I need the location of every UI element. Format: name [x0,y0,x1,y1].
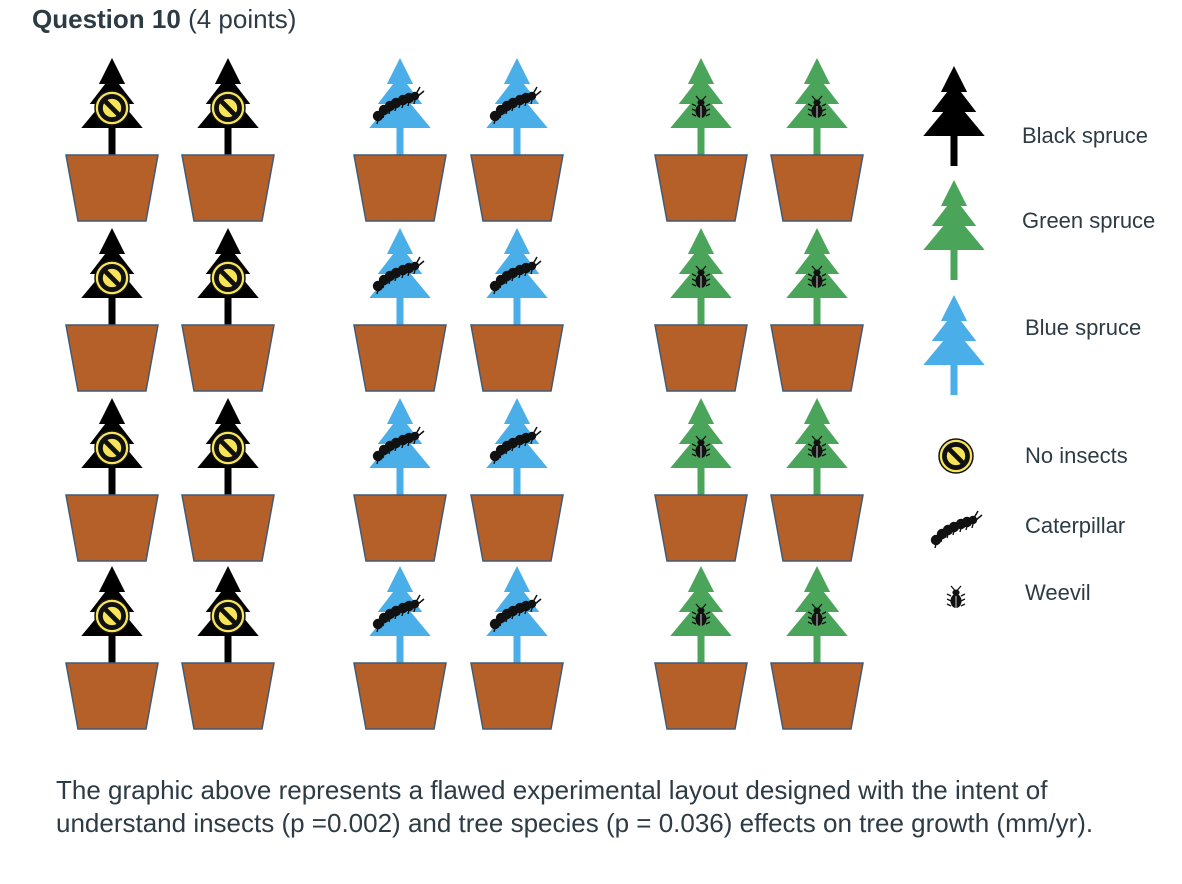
plant [65,58,159,222]
plant [654,398,748,562]
caterpillar-icon [930,510,983,549]
plant [654,566,748,730]
plant-pot [770,324,864,392]
experimental-layout-diagram [65,58,985,730]
caterpillar-icon [372,426,425,465]
plant-pot [770,662,864,730]
no-insects-icon [210,430,246,466]
blue-spruce-icon [923,295,985,395]
plant-pot [353,662,447,730]
plant [770,398,864,562]
legend-icons [923,66,985,608]
black-spruce-icon [923,66,985,166]
no-insects-icon [210,260,246,296]
plant-pot [654,662,748,730]
legend-label-caterpillar: Caterpillar [1025,513,1126,538]
plant-pot [65,662,159,730]
no-insects-icon [94,430,130,466]
no-insects-icon [94,598,130,634]
plant-pot [770,494,864,562]
blue-spruce-tree [369,566,431,666]
blue-spruce-tree [486,228,548,328]
plant [181,566,275,730]
question-title: Question 10 [32,4,181,34]
caterpillar-icon [372,86,425,125]
plant-pot [65,494,159,562]
plant-pot [654,324,748,392]
plant [353,566,447,730]
plant [353,228,447,392]
legend-label-green-spruce: Green spruce [1022,208,1156,233]
plant-pot [65,324,159,392]
plant [770,58,864,222]
weevil-icon [691,435,711,458]
weevil-icon [691,603,711,626]
plant [654,228,748,392]
blue-spruce-tree [369,58,431,158]
legend-label-blue-spruce: Blue spruce [1025,315,1142,340]
caterpillar-icon [489,426,542,465]
plant-pot [181,324,275,392]
caterpillar-icon [372,594,425,633]
weevil-icon [807,603,827,626]
plant-grid [65,58,864,730]
plant-pot [181,494,275,562]
caterpillar-icon [372,256,425,295]
plant [65,566,159,730]
green-spruce-icon [923,180,985,280]
plant-pot [353,494,447,562]
plant [353,398,447,562]
plant-pot [470,324,564,392]
weevil-icon [807,435,827,458]
caterpillar-icon [489,594,542,633]
weevil-icon [807,265,827,288]
question-points: (4 points) [188,4,297,34]
blue-spruce-tree [369,228,431,328]
plant [470,228,564,392]
caterpillar-icon [489,86,542,125]
plant [65,228,159,392]
plant [770,228,864,392]
no-insects-icon [94,90,130,126]
question-header: Question 10 (4 points) [32,2,296,36]
blue-spruce-tree [486,566,548,666]
plant-pot [65,154,159,222]
plant-pot [470,154,564,222]
no-insects-icon [210,90,246,126]
legend-label-weevil: Weevil [1025,580,1091,605]
plant-pot [470,662,564,730]
plant [470,58,564,222]
no-insects-icon [210,598,246,634]
plant-pot [353,154,447,222]
plant [770,566,864,730]
plant-pot [181,662,275,730]
plant [353,58,447,222]
weevil-icon [691,265,711,288]
plant [181,58,275,222]
blue-spruce-tree [369,398,431,498]
weevil-icon [946,585,966,608]
plant [181,398,275,562]
no-insects-icon [94,260,130,296]
plant-pot [654,154,748,222]
plant-pot [181,154,275,222]
legend-label-black-spruce: Black spruce [1022,123,1148,148]
blue-spruce-tree [486,398,548,498]
plant-pot [770,154,864,222]
plant [470,566,564,730]
plant [65,398,159,562]
plant-pot [470,494,564,562]
caterpillar-icon [489,256,542,295]
blue-spruce-tree [486,58,548,158]
legend-label-no-insects: No insects [1025,443,1128,468]
plant-pot [654,494,748,562]
plant-pot [353,324,447,392]
no-insects-icon [938,438,974,474]
plant [654,58,748,222]
weevil-icon [807,95,827,118]
plant [470,398,564,562]
plant [181,228,275,392]
question-text: The graphic above represents a flawed ex… [56,775,1094,838]
weevil-icon [691,95,711,118]
